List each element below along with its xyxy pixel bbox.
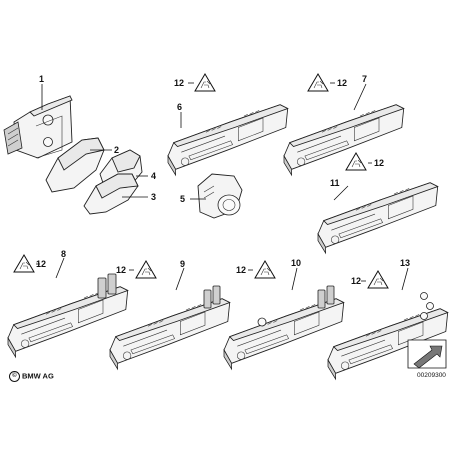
direction-arrow-icon (407, 339, 447, 369)
part-10-seat-switch-panel (223, 285, 345, 370)
leader-lines (36, 82, 409, 291)
part-5-rotary-knob (197, 173, 243, 219)
part-13-seat-switch-panel (327, 292, 449, 380)
drawing-number: 00209300 (417, 372, 446, 379)
callout-12: 12 (116, 265, 126, 275)
callout-8: 8 (61, 249, 66, 259)
warning-triangle-icon (13, 254, 35, 273)
part-9-seat-switch-panel (109, 285, 231, 370)
warning-triangle-icon (367, 270, 389, 289)
callout-5: 5 (180, 194, 185, 204)
warning-triangle-icon (307, 73, 329, 92)
copyright-notice: ©BMW AG (9, 371, 54, 382)
part-8-seat-switch-panel (7, 273, 129, 358)
callout-2: 2 (114, 145, 119, 155)
part-1-switch-module (3, 95, 73, 159)
part-11-seat-switch-panel (317, 182, 439, 254)
callout-12: 12 (174, 78, 184, 88)
callout-12: 12 (236, 265, 246, 275)
warning-triangle-icon (254, 260, 276, 279)
callout-6: 6 (177, 102, 182, 112)
callout-13: 13 (400, 258, 410, 268)
callout-7: 7 (362, 74, 367, 84)
callout-12: 12 (337, 78, 347, 88)
callout-12: 12 (374, 158, 384, 168)
part-3-cover-cap (83, 173, 139, 215)
warning-triangle-icon (135, 260, 157, 279)
warning-triangle-icon (345, 152, 367, 171)
copyright-symbol: © (9, 371, 20, 382)
callout-3: 3 (151, 192, 156, 202)
callout-10: 10 (291, 258, 301, 268)
warning-triangle-icon (194, 73, 216, 92)
callout-9: 9 (180, 259, 185, 269)
part-6-seat-switch-panel (167, 104, 289, 176)
callout-1: 1 (39, 74, 44, 84)
part-7-seat-switch-panel (283, 104, 405, 176)
callout-11: 11 (330, 178, 340, 188)
callout-4: 4 (151, 171, 156, 181)
copyright-text: BMW AG (22, 371, 54, 381)
callout-12: 12 (351, 276, 361, 286)
callout-12: 12 (36, 259, 46, 269)
